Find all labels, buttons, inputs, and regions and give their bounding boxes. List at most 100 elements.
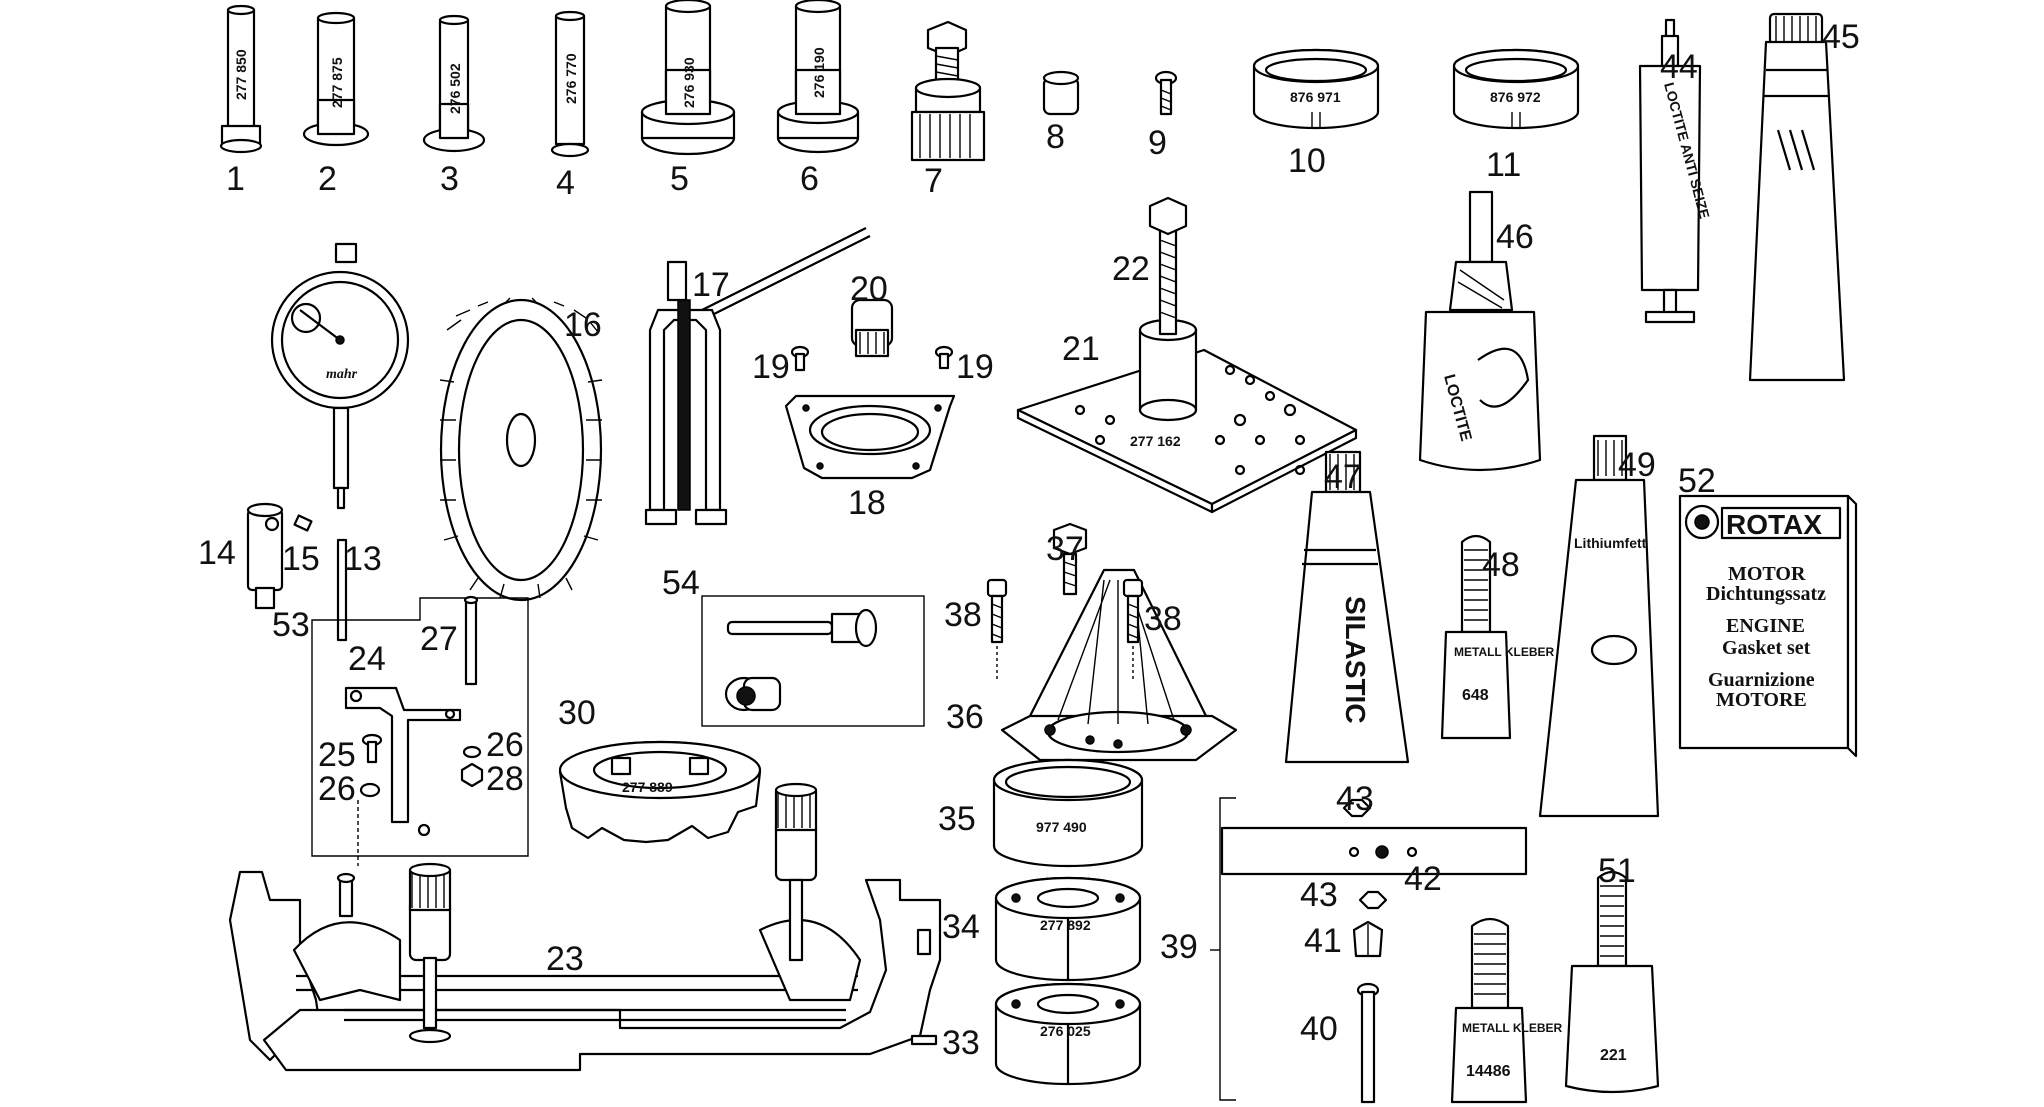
gasket-box-it-line1: Guarnizione	[1708, 669, 1815, 691]
tube-49-label: Lithiumfett	[1574, 535, 1647, 551]
callout-40: 40	[1300, 1010, 1338, 1048]
callout-2: 2	[318, 160, 337, 198]
callout-22: 22	[1112, 250, 1150, 288]
part-number-3: 276 502	[447, 63, 463, 114]
callout-38b: 38	[1144, 600, 1182, 638]
bolt-38b	[1122, 578, 1144, 680]
tool-4: 276 770	[550, 10, 590, 158]
part-number-34: 277 892	[1040, 917, 1091, 933]
callout-47: 47	[1324, 458, 1362, 496]
callout-13: 13	[344, 540, 382, 578]
callout-37: 37	[1046, 530, 1084, 568]
bottle-51: 221	[1564, 870, 1660, 1094]
callout-28: 28	[486, 760, 524, 798]
callout-46: 46	[1496, 218, 1534, 256]
tube-49: Lithiumfett	[1538, 434, 1660, 818]
callout-7: 7	[924, 162, 943, 200]
bottle-48-code: 648	[1462, 687, 1489, 704]
callout-43a: 43	[1336, 780, 1374, 818]
bottle-46: LOCTITE	[1418, 190, 1542, 472]
callout-36: 36	[946, 698, 984, 736]
callout-53: 53	[272, 606, 310, 644]
bottle-14486-label: METALL KLEBER	[1462, 1021, 1563, 1035]
callout-52: 52	[1678, 462, 1716, 500]
callout-10: 10	[1288, 142, 1326, 180]
gauge-brand: mahr	[326, 367, 358, 382]
part-8-cap	[1042, 70, 1080, 116]
tool-3: 276 502	[422, 14, 486, 153]
plate-18	[784, 394, 956, 480]
bottle-14486: METALL KLEBER 14486	[1450, 917, 1563, 1104]
callout-20: 20	[850, 270, 888, 308]
bottle-14486-code: 14486	[1466, 1063, 1511, 1080]
callout-21: 21	[1062, 330, 1100, 368]
callout-26b: 26	[318, 770, 356, 808]
part-number-10: 876 971	[1290, 89, 1341, 105]
bracket-group-39	[1210, 797, 1528, 1104]
tool-6: 276 190	[776, 0, 860, 154]
callout-51: 51	[1598, 852, 1636, 890]
callout-14: 14	[198, 534, 236, 572]
part-number-1: 277 850	[233, 49, 249, 100]
callout-15: 15	[282, 540, 320, 578]
callout-44: 44	[1660, 48, 1698, 86]
part-number-5: 276 930	[681, 57, 697, 108]
callout-27: 27	[420, 620, 458, 658]
callout-45: 45	[1822, 18, 1860, 56]
base-plate-21: 277 162	[1016, 196, 1358, 514]
tool-7-puller	[910, 20, 986, 162]
press-stand-36	[1000, 568, 1238, 762]
part-number-30: 277 889	[622, 779, 673, 795]
bottle-48: METALL KLEBER 648	[1440, 534, 1555, 740]
gasket-box-de-line1: MOTOR	[1728, 563, 1806, 585]
probe-13	[336, 538, 348, 642]
callout-6: 6	[800, 160, 819, 198]
dial-gauge-13: mahr	[270, 242, 410, 510]
tool-1: 277 850	[219, 4, 263, 154]
part-9-screw	[1154, 70, 1178, 116]
tube-47-silastic: SILASTIC	[1284, 450, 1410, 764]
silastic-label: SILASTIC	[1340, 596, 1371, 724]
callout-42: 42	[1404, 860, 1442, 898]
part-number-33: 276 025	[1040, 1023, 1091, 1039]
tool-2: 277 875	[302, 11, 370, 147]
callout-49: 49	[1618, 446, 1656, 484]
gasket-box-it-line2: MOTORE	[1716, 689, 1807, 711]
part-number-35: 977 490	[1036, 819, 1087, 835]
ring-34: 277 892	[994, 876, 1142, 982]
callout-8: 8	[1046, 118, 1065, 156]
nut-30: 277 889	[558, 740, 762, 844]
part-number-4: 276 770	[563, 53, 579, 104]
screw-19a	[790, 345, 810, 372]
gasket-box-en-line2: Gasket set	[1722, 637, 1811, 659]
callout-17: 17	[692, 266, 730, 304]
callout-23: 23	[546, 940, 584, 978]
gasket-box-de-line2: Dichtungssatz	[1706, 583, 1826, 605]
callout-19b: 19	[956, 348, 994, 386]
callout-3: 3	[440, 160, 459, 198]
part-number-6: 276 190	[811, 47, 827, 98]
callout-18: 18	[848, 484, 886, 522]
syringe-44: LOCTITE ANTI SEIZE	[1638, 18, 1713, 324]
ring-10: 876 971	[1252, 48, 1380, 130]
callout-4: 4	[556, 164, 575, 202]
kit-box-53	[311, 595, 529, 866]
part-number-11: 876 972	[1490, 89, 1541, 105]
callout-5: 5	[670, 160, 689, 198]
ring-35: 977 490	[992, 758, 1144, 868]
callout-38a: 38	[944, 596, 982, 634]
callout-19a: 19	[752, 348, 790, 386]
callout-43b: 43	[1300, 876, 1338, 914]
gasket-box-en-line1: ENGINE	[1726, 615, 1805, 637]
callout-30: 30	[558, 694, 596, 732]
screw-15	[293, 514, 313, 532]
bottle-48-label: METALL KLEBER	[1454, 645, 1555, 659]
callout-54: 54	[662, 564, 700, 602]
engine-stand-23	[228, 782, 942, 1072]
holder-14	[246, 502, 284, 610]
puller-17	[644, 227, 871, 526]
callout-9: 9	[1148, 124, 1167, 162]
callout-11: 11	[1486, 146, 1521, 184]
